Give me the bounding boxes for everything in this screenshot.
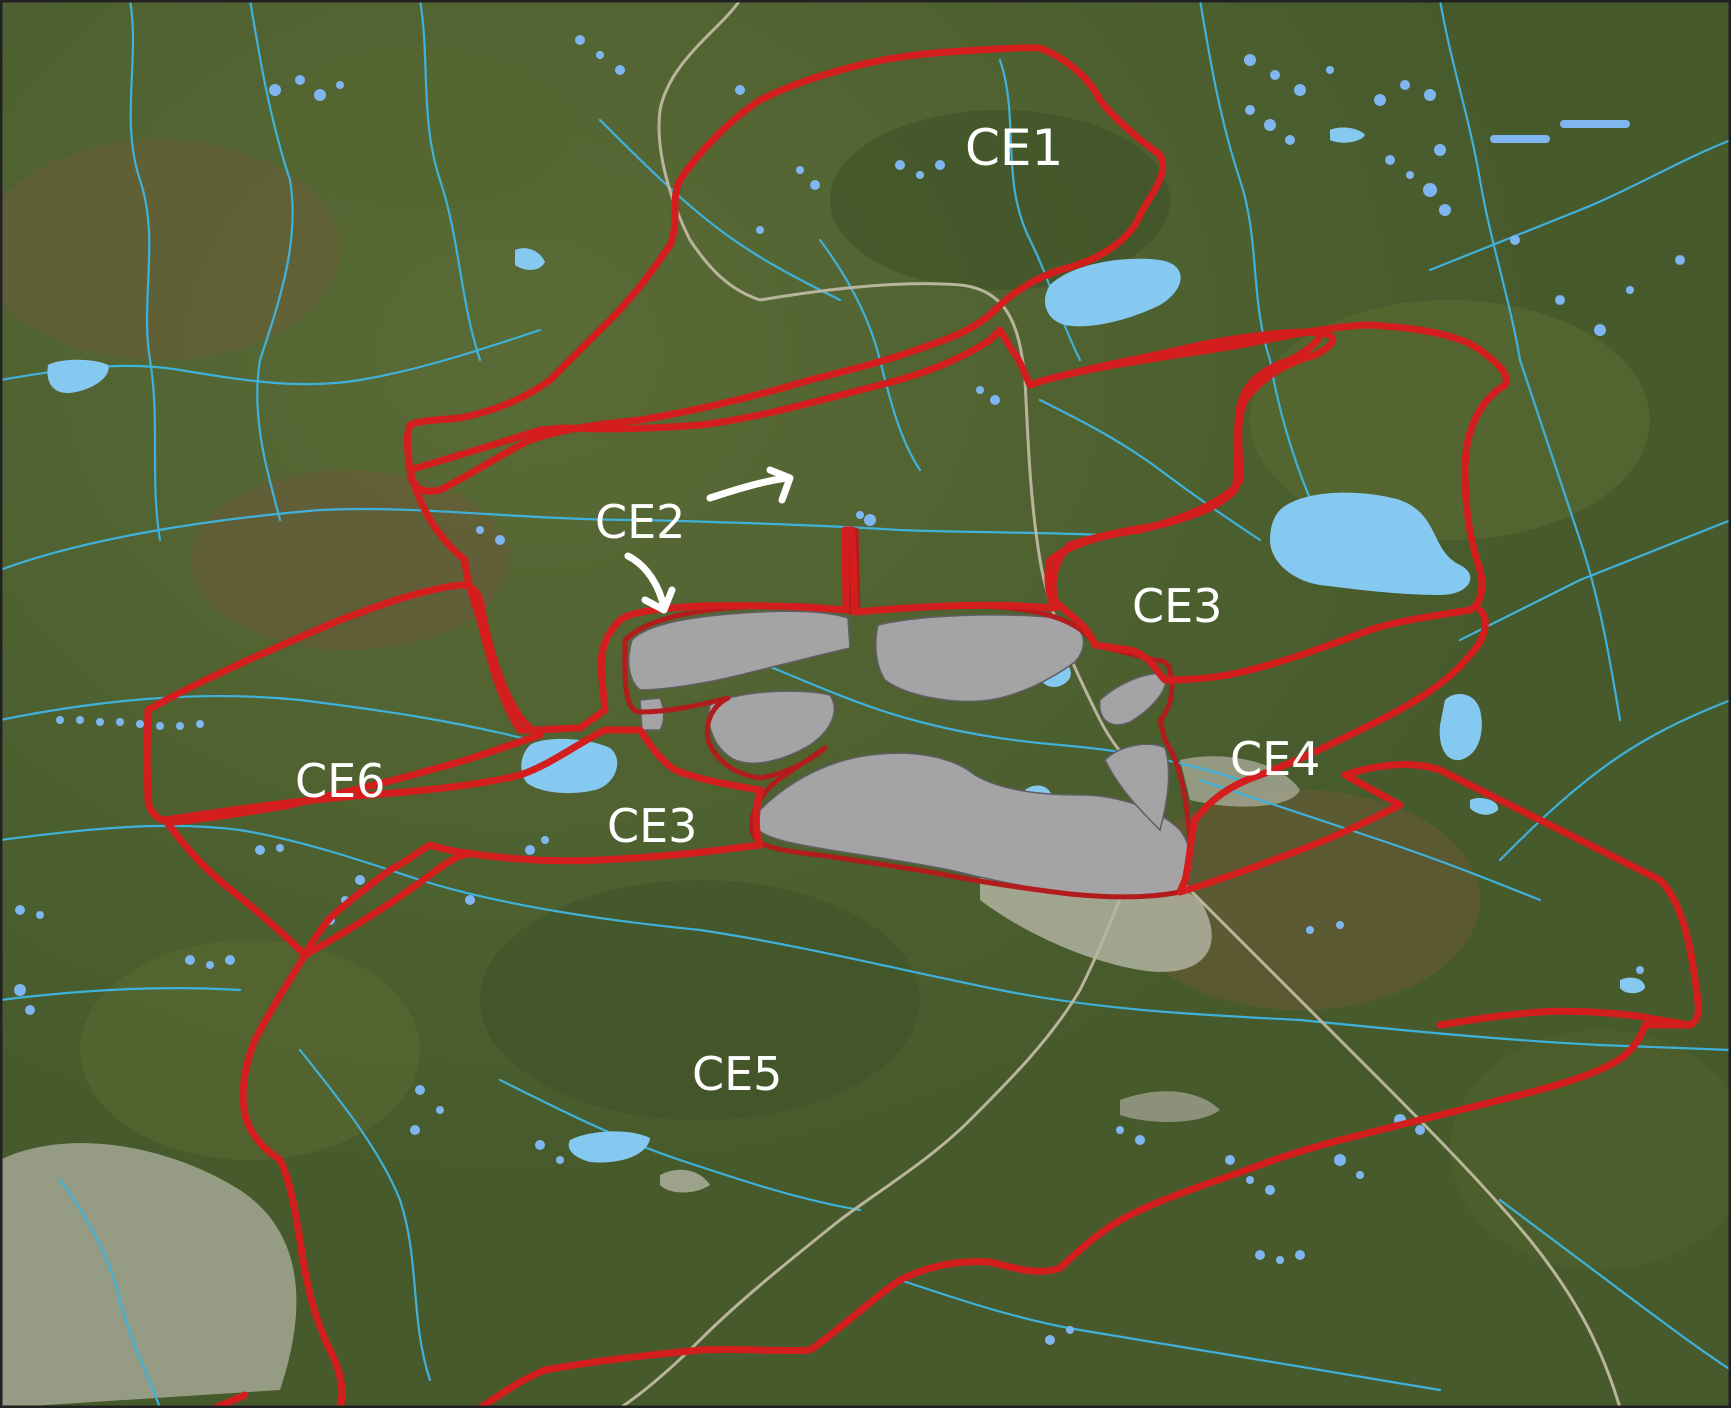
wetland-ponds (14, 35, 1685, 1345)
disturbed-footprint (627, 610, 1192, 898)
zone-label-ce3-east: CE3 (1132, 579, 1222, 633)
annotation-arrows (624, 466, 794, 614)
curved-arrow-down-icon-head (641, 586, 676, 614)
curved-arrow-down-icon (624, 552, 668, 612)
lakes (47, 127, 1645, 1163)
zone-label-ce2: CE2 (595, 495, 685, 549)
curved-arrow-right-icon-head (766, 466, 794, 504)
zone-label-ce6: CE6 (295, 754, 385, 808)
zone-label-ce4: CE4 (1230, 732, 1320, 786)
zone-labels: CE1 CE2 CE3 CE3 CE4 CE5 CE6 (295, 119, 1320, 1101)
road-network (618, 0, 1622, 1408)
zone-boundaries (143, 44, 1702, 1408)
zone-label-ce1: CE1 (965, 119, 1063, 177)
zone-label-ce5: CE5 (692, 1047, 782, 1101)
zone-label-ce3-west: CE3 (607, 799, 697, 853)
curved-arrow-right-icon (706, 474, 792, 502)
